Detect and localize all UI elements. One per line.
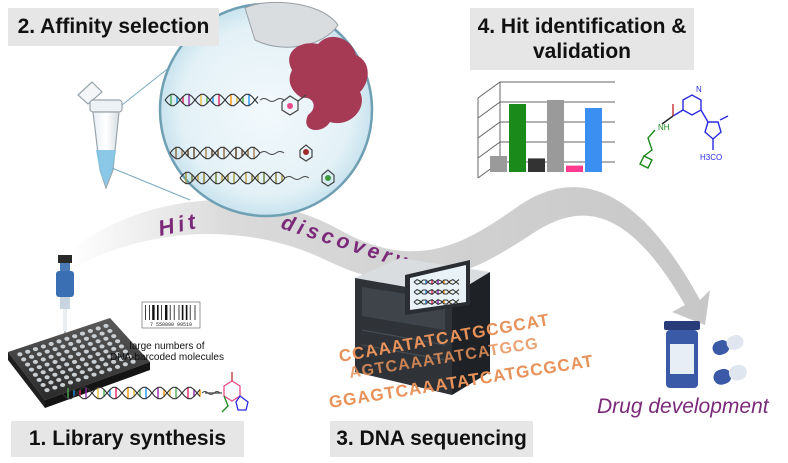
- methoxy-label: H3CO: [700, 153, 722, 162]
- bar-1: [490, 156, 507, 172]
- bar-3: [528, 158, 545, 172]
- discovery-arc: [70, 187, 710, 325]
- library-caption-line2: DNA-barcoded molecules: [110, 352, 224, 363]
- well-plate-icon: [8, 318, 150, 408]
- affinity-magnifier: [158, 1, 374, 218]
- bar-5: [566, 165, 583, 172]
- bar-4: [547, 100, 564, 172]
- barcode-number: 7 550090 99510: [150, 322, 192, 328]
- hit-bar-chart: [477, 81, 615, 179]
- hit-identification-line1: 4. Hit identification &: [477, 15, 687, 38]
- step-hit-identification: 4. Hit identification & validation: [470, 8, 694, 70]
- barcode-icon: 7 550090 99510: [141, 301, 201, 329]
- hit-identification-line2: validation: [532, 40, 632, 63]
- tube-icon: [77, 81, 123, 190]
- library-molecule-icon: [205, 372, 249, 413]
- pill-bottle-icon: [664, 321, 700, 388]
- library-caption: large numbers of DNA-barcoded molecules: [97, 341, 237, 363]
- sequencer-icon: [355, 258, 490, 395]
- step-library-synthesis: 1. Library synthesis: [11, 421, 244, 457]
- pipette-icon: [56, 255, 74, 340]
- bar-6: [585, 108, 602, 172]
- drug-development-label: Drug development: [597, 395, 769, 418]
- bar-2: [509, 104, 526, 172]
- capsule-icon: [712, 334, 747, 385]
- step-dna-sequencing: 3. DNA sequencing: [330, 421, 533, 457]
- hit-molecule-icon: NH N H3CO: [639, 85, 729, 169]
- nh-label: NH: [658, 123, 670, 132]
- library-dna-strand: [61, 386, 221, 400]
- protein-target: [289, 36, 368, 131]
- n-label: N: [696, 85, 702, 94]
- library-caption-line1: large numbers of: [129, 341, 205, 352]
- step-affinity-selection: 2. Affinity selection: [8, 8, 219, 46]
